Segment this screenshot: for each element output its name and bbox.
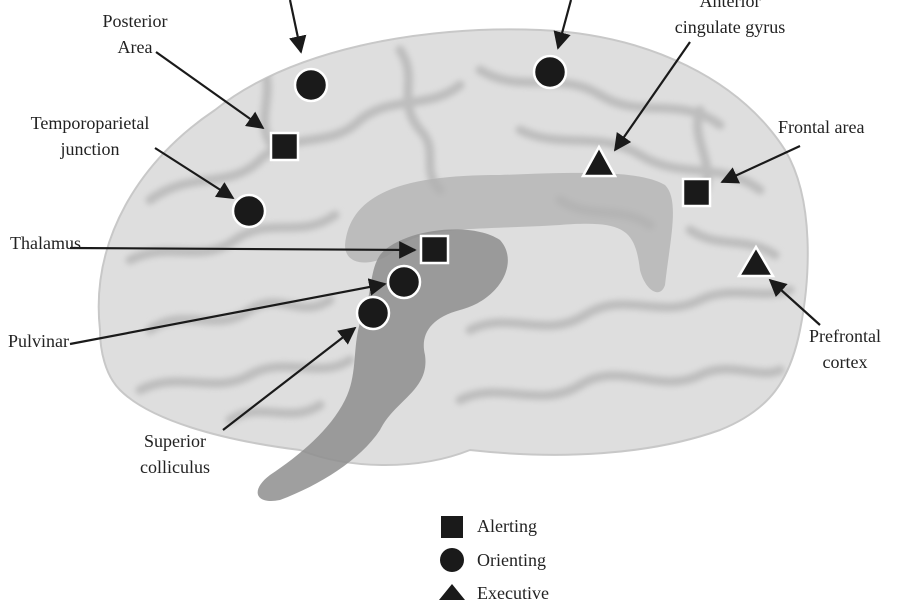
label-superior-line2: colliculus: [120, 454, 230, 480]
label-anterior-cingulate: Anterior cingulate gyrus: [655, 0, 805, 40]
label-prefrontal-line2: cortex: [790, 349, 900, 375]
label-posterior-line2: Area: [80, 34, 190, 60]
label-thalamus: Thalamus: [10, 230, 81, 256]
pulvinar-marker: [388, 266, 420, 298]
legend-triangle-icon: [439, 584, 465, 600]
temporoparietal-marker: [233, 195, 265, 227]
label-temporoparietal-junction: Temporoparietal junction: [10, 110, 170, 162]
legend-square-icon: [441, 516, 463, 538]
frontal-eye-field-marker: [534, 56, 566, 88]
legend-circle-icon: [440, 548, 464, 572]
legend-symbols: [439, 516, 465, 600]
legend-alerting: Alerting: [477, 513, 537, 539]
posterior-area-marker: [271, 133, 298, 160]
label-prefrontal-cortex: Prefrontal cortex: [790, 323, 900, 375]
superior-parietal-marker: [295, 69, 327, 101]
arrow-superior-parietal: [290, 0, 301, 52]
legend-orienting: Orienting: [477, 547, 546, 573]
label-prefrontal-line1: Prefrontal: [790, 323, 900, 349]
label-frontal-area: Frontal area: [778, 114, 864, 140]
frontal-area-marker: [683, 179, 710, 206]
label-posterior-area: Posterior Area: [80, 8, 190, 60]
legend-executive: Executive: [477, 580, 549, 606]
label-temporoparietal-line1: Temporoparietal: [10, 110, 170, 136]
label-posterior-line1: Posterior: [80, 8, 190, 34]
thalamus-marker: [421, 236, 448, 263]
label-anterior-cingulate-line1: Anterior: [655, 0, 805, 14]
superior-colliculus-marker: [357, 297, 389, 329]
label-temporoparietal-line2: junction: [10, 136, 170, 162]
label-superior-line1: Superior: [120, 428, 230, 454]
label-pulvinar: Pulvinar: [8, 328, 69, 354]
label-superior-colliculus: Superior colliculus: [120, 428, 230, 480]
label-anterior-cingulate-line2: cingulate gyrus: [655, 14, 805, 40]
